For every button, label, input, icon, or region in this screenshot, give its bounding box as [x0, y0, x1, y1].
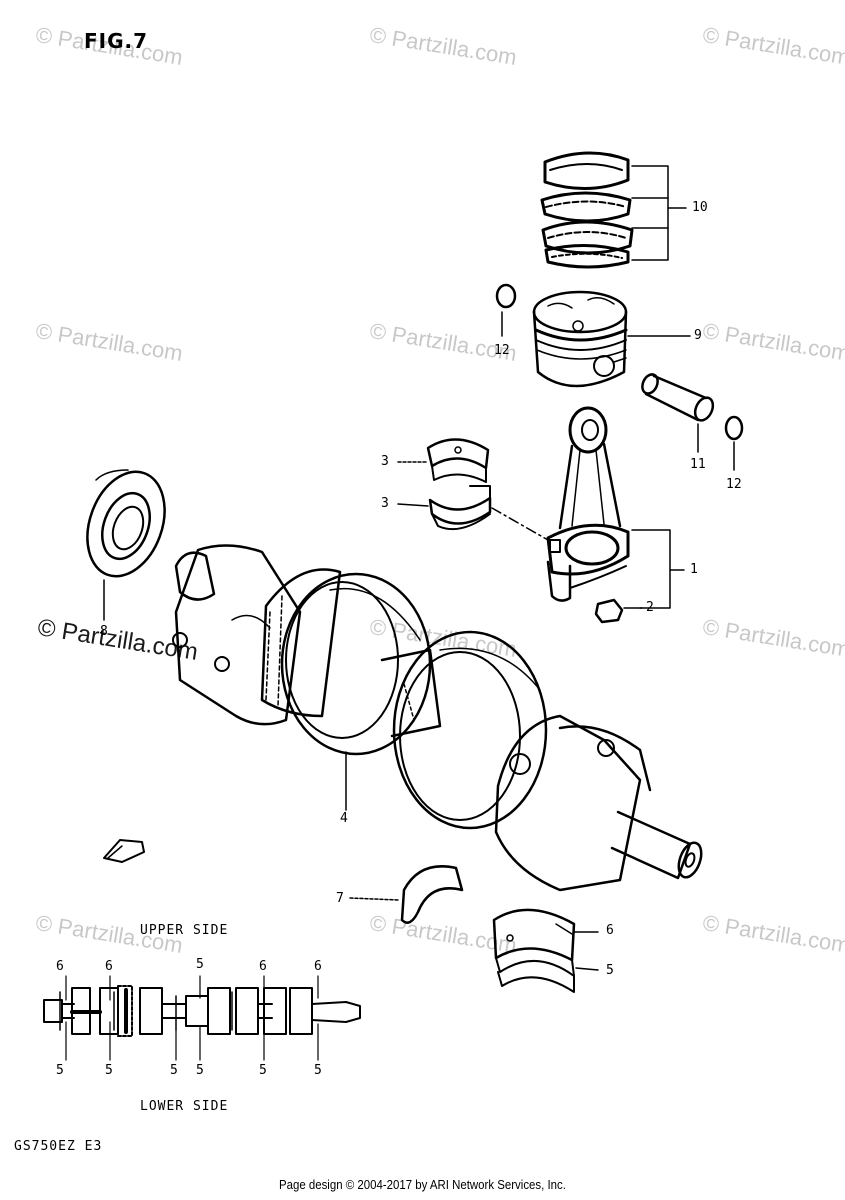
figure-title: FIG.7 [84, 29, 149, 53]
piston-pin [641, 373, 715, 422]
callout-12: 12 [494, 343, 510, 358]
callout-11: 11 [690, 457, 706, 472]
front-arrow-icon [103, 839, 145, 863]
inset-bottom-number: 5 [314, 1063, 322, 1078]
circlip [724, 415, 744, 441]
callout-2: 2 [646, 600, 654, 615]
lower-side-label: LOWER SIDE [140, 1099, 229, 1114]
inset-crankshaft [43, 985, 361, 1037]
piston-rings [540, 151, 634, 269]
inset-top-number: 5 [196, 957, 204, 972]
thrust-washer [400, 865, 464, 924]
inset-top-number: 6 [259, 959, 267, 974]
callout-10: 10 [692, 200, 708, 215]
inset-top-number: 6 [314, 959, 322, 974]
inset-bottom-number: 5 [56, 1063, 64, 1078]
inset-top-number: 6 [56, 959, 64, 974]
inset-bottom-number: 5 [105, 1063, 113, 1078]
upper-side-label: UPPER SIDE [140, 923, 229, 938]
callout-5: 5 [606, 963, 614, 978]
connecting-rod [546, 406, 630, 602]
main-bearing [492, 908, 576, 993]
callout-8: 8 [100, 624, 108, 639]
crankshaft [172, 544, 703, 892]
inset-bottom-number: 5 [170, 1063, 178, 1078]
callout-9: 9 [694, 328, 702, 343]
callout-3: 3 [381, 496, 389, 511]
page-footer: Page design © 2004-2017 by ARI Network S… [278, 1177, 566, 1192]
inset-bottom-number: 5 [259, 1063, 267, 1078]
callout-3: 3 [381, 454, 389, 469]
oil-seal [86, 469, 166, 578]
model-code: GS750EZ E3 [14, 1139, 103, 1154]
conrod-bearing-lower [428, 485, 492, 530]
callout-4: 4 [340, 811, 348, 826]
callout-12: 12 [726, 477, 742, 492]
inset-top-number: 6 [105, 959, 113, 974]
callout-7: 7 [336, 891, 344, 906]
inset-bottom-number: 5 [196, 1063, 204, 1078]
callout-1: 1 [690, 562, 698, 577]
piston [532, 290, 628, 388]
callout-6: 6 [606, 923, 614, 938]
rod-nut [594, 598, 624, 624]
conrod-bearing-upper [426, 438, 490, 483]
circlip [495, 283, 517, 309]
